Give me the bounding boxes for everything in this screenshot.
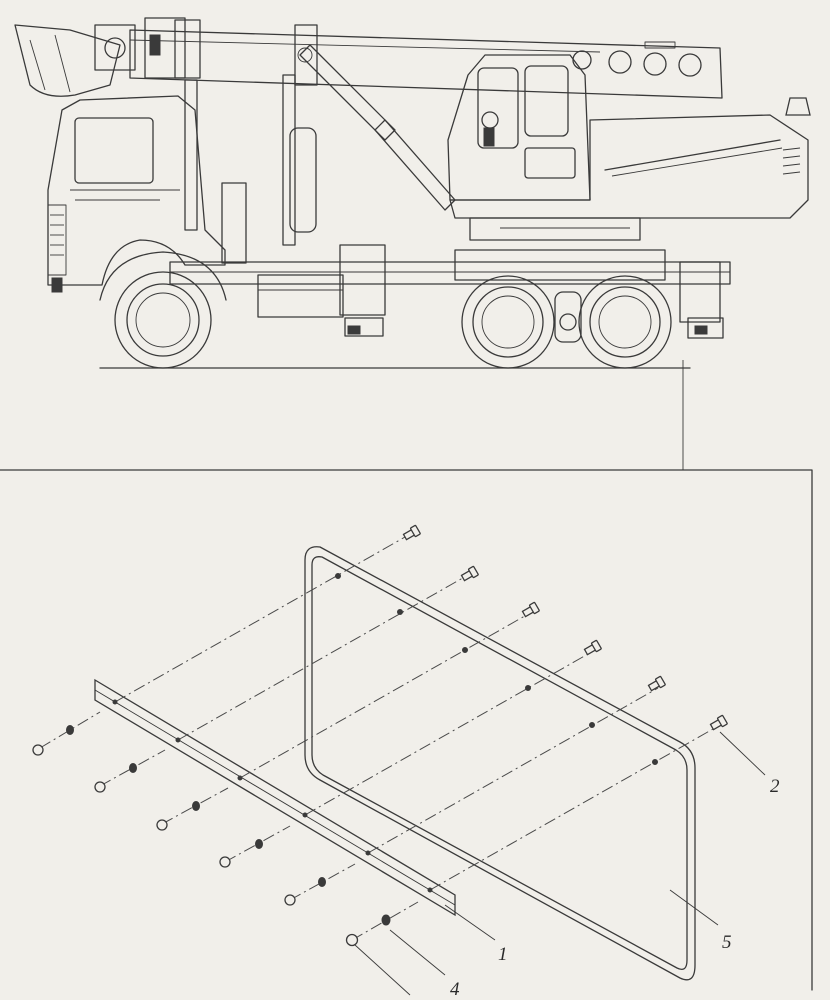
hook-block — [14, 24, 136, 97]
outrigger-supports — [344, 317, 724, 339]
bolts — [402, 524, 728, 731]
detail-frame — [0, 469, 813, 991]
gasket-holes — [335, 573, 658, 765]
label-plate: 1 — [498, 944, 508, 965]
axle-suspension — [554, 291, 582, 343]
rear-wheel-1 — [461, 275, 555, 369]
seal-gasket — [304, 546, 696, 981]
label-seal: 5 — [722, 932, 732, 953]
chassis-frame — [169, 244, 731, 323]
boom-lift-cylinder — [184, 44, 456, 264]
driver-cab — [47, 95, 226, 293]
rear-wheel-2 — [578, 275, 672, 369]
label-bolt: 2 — [770, 776, 780, 797]
plate-holes — [112, 699, 433, 893]
washers — [66, 725, 391, 926]
label-washer: 4 — [450, 979, 460, 1000]
operator-cabin — [447, 54, 591, 201]
seal-assembly-exploded-view — [32, 524, 766, 996]
truck-crane-side-view — [14, 17, 811, 470]
label-leaders — [354, 731, 766, 996]
front-wheel — [99, 251, 227, 369]
mounting-plate — [94, 678, 456, 917]
crane-boom — [129, 17, 723, 99]
assembly-axes — [39, 536, 721, 941]
nuts — [32, 744, 359, 947]
superstructure-housing — [449, 97, 811, 241]
